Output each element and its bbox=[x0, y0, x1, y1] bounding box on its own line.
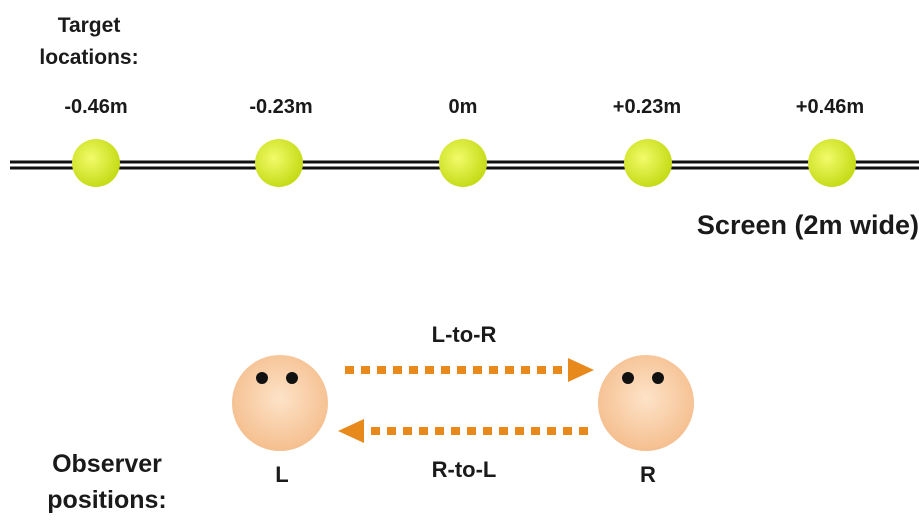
target-location-4: +0.23m bbox=[612, 96, 682, 118]
screen-label: Screen (2m wide) bbox=[696, 210, 919, 240]
target-ball-2 bbox=[255, 139, 303, 187]
direction-r-to-l-label: R-to-L bbox=[431, 457, 497, 482]
target-label-line-1: Target bbox=[57, 14, 121, 37]
target-ball-4 bbox=[624, 139, 672, 187]
direction-l-to-r-label: L-to-R bbox=[431, 322, 497, 347]
target-locations-label: Target locations: bbox=[24, 10, 154, 74]
observer-eye-right-1 bbox=[622, 372, 634, 384]
target-location-5: +0.46m bbox=[795, 96, 865, 118]
observer-right-label: R bbox=[640, 462, 656, 487]
target-ball-1 bbox=[72, 139, 120, 187]
target-location-1: -0.46m bbox=[64, 96, 128, 118]
target-location-2: -0.23m bbox=[249, 96, 313, 118]
observer-eye-right-2 bbox=[652, 372, 664, 384]
arrow-r-to-l-head bbox=[338, 419, 364, 443]
target-ball-3 bbox=[439, 139, 487, 187]
observer-eye-left-2 bbox=[286, 372, 298, 384]
observer-eye-left-1 bbox=[256, 372, 268, 384]
observer-left-label: L bbox=[275, 462, 289, 487]
arrow-l-to-r-head bbox=[568, 358, 594, 382]
observer-head-left bbox=[232, 355, 328, 451]
observer-positions-label: Observer positions: bbox=[22, 446, 192, 518]
target-ball-5 bbox=[808, 139, 856, 187]
observer-label-line-2: positions: bbox=[47, 486, 167, 514]
target-location-3: 0m bbox=[448, 96, 478, 118]
observer-label-line-1: Observer bbox=[52, 450, 162, 478]
observer-head-right bbox=[598, 355, 694, 451]
target-label-line-2: locations: bbox=[39, 46, 139, 69]
